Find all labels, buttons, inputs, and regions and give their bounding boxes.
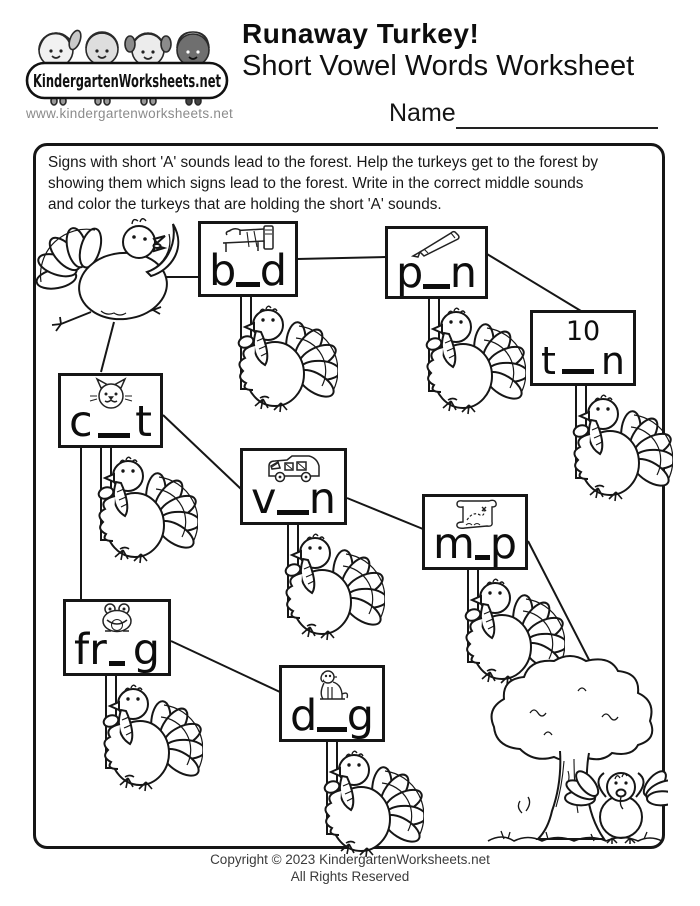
turkey-frog[interactable] xyxy=(98,674,203,792)
sign-letter-left: m xyxy=(433,519,475,570)
dog-icon xyxy=(282,669,382,701)
logo-brand-text: KindergartenWorksheets.net xyxy=(33,71,221,92)
cat-icon xyxy=(61,377,160,409)
map-icon xyxy=(425,498,525,530)
sign-letter-right: n xyxy=(600,338,625,383)
copyright-text: Copyright © 2023 KindergartenWorksheets.… xyxy=(210,852,490,867)
sign-van[interactable]: v n xyxy=(240,448,347,525)
sign-letter-left: fr xyxy=(74,625,107,676)
instructions: Signs with short 'A' sounds lead to the … xyxy=(48,152,598,215)
sign-letter-right: t xyxy=(135,397,152,448)
frog-icon xyxy=(66,603,168,635)
sign-letter-right: n xyxy=(449,248,477,299)
sign-map[interactable]: m p xyxy=(422,494,528,570)
pen-icon xyxy=(388,230,485,262)
page-subtitle: Short Vowel Words Worksheet xyxy=(242,50,635,82)
sign-letter-left: t xyxy=(541,338,556,383)
sign-letter-left: p xyxy=(396,248,424,299)
missing-vowel-blank[interactable] xyxy=(108,661,125,666)
instructions-line: Signs with short 'A' sounds lead to the … xyxy=(48,154,599,171)
missing-vowel-blank[interactable] xyxy=(276,510,309,515)
sign-letter-left: c xyxy=(69,397,93,448)
sign-dog[interactable]: d g xyxy=(279,665,385,742)
sign-letter-left: b xyxy=(209,246,237,297)
turkey-dog[interactable] xyxy=(319,740,424,858)
rights-text: All Rights Reserved xyxy=(290,869,410,884)
sign-cat[interactable]: c t xyxy=(58,373,163,448)
sign-letter-right: p xyxy=(489,519,517,570)
site-url: www.kindergartenworksheets.net xyxy=(26,106,234,121)
sign-letter-right: d xyxy=(259,246,287,297)
missing-vowel-blank[interactable] xyxy=(423,284,450,289)
sign-letter-left: d xyxy=(290,691,318,742)
turkey-van[interactable] xyxy=(280,523,385,641)
sign-letter-right: n xyxy=(308,474,336,525)
sign-pen[interactable]: p n xyxy=(385,226,488,299)
missing-vowel-blank[interactable] xyxy=(97,433,130,438)
missing-vowel-blank[interactable] xyxy=(317,727,347,732)
sign-letter-left: v xyxy=(251,474,277,525)
site-logo: KindergartenWorksheets.net xyxy=(25,29,229,106)
instructions-line: showing them which signs lead to the for… xyxy=(48,175,584,192)
name-blank-line[interactable] xyxy=(456,127,658,129)
missing-vowel-blank[interactable] xyxy=(236,282,260,287)
missing-vowel-blank[interactable] xyxy=(562,369,595,374)
instructions-line: and color the turkeys that are holding t… xyxy=(48,196,442,213)
bed-icon xyxy=(201,225,295,257)
sign-letter-right: g xyxy=(346,691,374,742)
forest-tree xyxy=(487,655,668,844)
turkey-bed[interactable] xyxy=(233,295,338,413)
sign-frog[interactable]: fr g xyxy=(63,599,171,676)
van-icon xyxy=(243,452,344,484)
ten-numeral: 10 xyxy=(565,316,601,347)
turkey-pen[interactable] xyxy=(421,297,526,415)
running-turkey xyxy=(34,212,194,334)
sign-bed[interactable]: b d xyxy=(198,221,298,297)
turkey-ten[interactable] xyxy=(568,384,673,502)
name-label: Name xyxy=(389,99,456,127)
sign-ten[interactable]: 10 t n xyxy=(530,310,636,386)
missing-vowel-blank[interactable] xyxy=(474,555,490,560)
turkey-cat[interactable] xyxy=(93,446,198,564)
sign-letter-right: g xyxy=(132,625,160,676)
page-title: Runaway Turkey! xyxy=(242,18,480,49)
